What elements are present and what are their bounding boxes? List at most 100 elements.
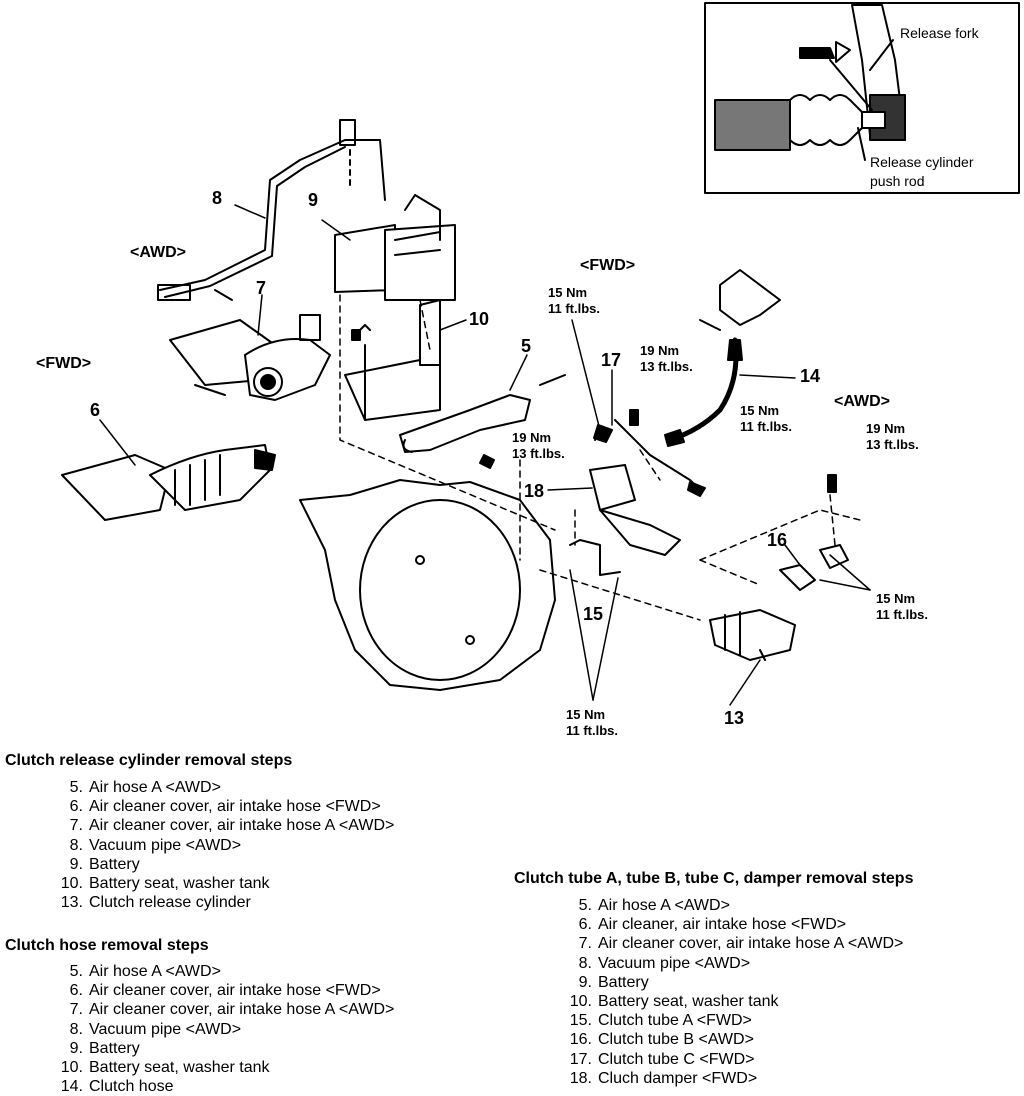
step-number: 5. <box>69 963 83 980</box>
step-number: 17. <box>569 1050 592 1068</box>
step-item: 10. Battery seat, washer tank <box>49 874 394 893</box>
step-text: Clutch hose <box>89 1078 174 1096</box>
step-text: Battery seat, washer tank <box>598 993 779 1011</box>
step-text: Battery seat, washer tank <box>89 875 270 893</box>
step-text: Cluch damper <FWD> <box>598 1069 758 1087</box>
callout-18: 18 <box>524 481 544 501</box>
callout-16: 16 <box>767 530 787 550</box>
step-item: 9.Battery <box>558 973 913 992</box>
step-item: 9. Battery <box>49 1039 394 1058</box>
step-item: 7.Air cleaner cover, air intake hose A <… <box>49 1000 395 1019</box>
step-item: 9. Battery <box>49 855 394 874</box>
step-text: Air cleaner cover, air intake hose <FWD> <box>89 798 381 816</box>
step-item: 8.Vacuum pipe <AWD> <box>558 954 913 973</box>
step-text: Air hose A <AWD> <box>598 897 730 914</box>
step-number: 14. <box>60 1078 83 1096</box>
leader-lines <box>99 204 871 706</box>
step-number: 6. <box>578 916 592 934</box>
step-text: Air cleaner cover, air intake hose A <AW… <box>89 817 395 835</box>
clutch-tubes-part <box>569 419 849 591</box>
step-text: Air cleaner cover, air intake hose A <AW… <box>598 935 904 953</box>
step-number: 9. <box>578 973 592 991</box>
washer-tank-part <box>344 299 441 421</box>
step-item: 15.Clutch tube A <FWD> <box>558 1011 913 1030</box>
clutch-damper-part <box>589 424 681 556</box>
callout-9: 9 <box>308 190 318 210</box>
variant-fwd-center: <FWD> <box>580 257 635 274</box>
battery-part <box>334 119 456 301</box>
callout-5: 5 <box>521 336 531 356</box>
step-number: 5. <box>69 779 83 796</box>
step-item: 14. Clutch hose <box>49 1077 394 1096</box>
callout-15: 15 <box>583 604 603 624</box>
tubes-damper-steps-title: Clutch tube A, tube B, tube C, damper re… <box>514 870 914 887</box>
step-number: 9. <box>69 1039 83 1057</box>
bolts <box>351 329 837 493</box>
step-text: Battery seat, washer tank <box>89 1059 270 1077</box>
step-item: 13.Clutch release cylinder <box>49 893 394 912</box>
step-text: Vacuum pipe <AWD> <box>89 836 242 854</box>
variant-awd-right: <AWD> <box>834 393 890 410</box>
torque-3-ft: 13 ft.lbs. <box>512 446 565 461</box>
step-number: 5. <box>578 897 592 914</box>
step-item: 10. Battery seat, washer tank <box>558 992 913 1011</box>
inset-release-fork-detail <box>704 2 1020 194</box>
step-number: 16. <box>569 1031 592 1049</box>
step-text: Battery <box>89 855 140 873</box>
torque-4-ft: 11 ft.lbs. <box>740 419 792 434</box>
release-cylinder-steps-title: Clutch release cylinder removal steps <box>5 752 293 769</box>
step-number: 10. <box>60 875 83 893</box>
callout-17: 17 <box>601 350 621 370</box>
air-cleaner-awd-part <box>169 314 331 401</box>
vacuum-pipe-part <box>157 139 386 301</box>
step-number: 8. <box>578 954 592 972</box>
torque-1-nm: 15 Nm <box>548 285 587 300</box>
torque-2-nm: 19 Nm <box>640 343 679 358</box>
push-rod-label-line1: Release cylinder <box>870 154 974 170</box>
torque-4-nm: 15 Nm <box>740 403 779 418</box>
step-number: 6. <box>69 982 83 1000</box>
tubes-damper-steps: Clutch tube A, tube B, tube C, damper re… <box>514 869 913 1088</box>
clutch-hose-part <box>664 337 743 447</box>
step-number: 6. <box>69 798 83 816</box>
step-item: 10. Battery seat, washer tank <box>49 1058 394 1077</box>
clutch-hose-steps: Clutch hose removal steps 5. Air hose A <… <box>5 936 394 1096</box>
clutch-hose-steps-title: Clutch hose removal steps <box>5 937 209 954</box>
step-item: 6.Air cleaner cover, air intake hose <FW… <box>49 981 394 1000</box>
step-number: 7. <box>69 1001 83 1019</box>
step-item: 8.Vacuum pipe <AWD> <box>49 836 394 855</box>
step-text: Battery <box>89 1039 140 1057</box>
step-number: 9. <box>69 855 83 873</box>
callout-13: 13 <box>724 708 744 728</box>
step-number: 10. <box>60 1059 83 1077</box>
torque-7-nm: 15 Nm <box>566 707 605 722</box>
push-rod-label-line2: push rod <box>870 173 924 189</box>
hose-bracket-part <box>699 269 781 331</box>
transmission-housing <box>299 479 556 691</box>
torque-7-ft: 11 ft.lbs. <box>566 723 618 738</box>
step-item: 6. Air cleaner, air intake hose <FWD> <box>558 915 913 934</box>
alignment-lines <box>339 294 861 621</box>
release-fork-label: Release fork <box>900 25 980 41</box>
step-text: Air hose A <AWD> <box>89 963 221 980</box>
step-number: 8. <box>69 1020 83 1038</box>
step-text: Clutch tube A <FWD> <box>598 1012 752 1030</box>
step-number: 10. <box>569 993 592 1011</box>
step-item: 5. Air hose A <AWD> <box>49 962 394 981</box>
release-cylinder-steps: Clutch release cylinder removal steps 5.… <box>5 751 394 912</box>
step-text: Air cleaner, air intake hose <FWD> <box>598 916 847 934</box>
torque-6-ft: 11 ft.lbs. <box>876 607 928 622</box>
air-hose-part <box>399 374 566 453</box>
step-item: 6. Air cleaner cover, air intake hose <FW… <box>49 797 394 816</box>
release-cylinder-part <box>709 609 796 661</box>
step-item: 5.Air hose A <AWD> <box>49 778 394 797</box>
step-text: Vacuum pipe <AWD> <box>89 1020 242 1038</box>
step-text: Clutch tube C <FWD> <box>598 1050 755 1068</box>
step-number: 7. <box>578 935 592 953</box>
exploded-parts-diagram: Release fork Release cylinder push rod 8… <box>36 2 1020 738</box>
torque-5-nm: 19 Nm <box>866 421 905 436</box>
torque-5-ft: 13 ft.lbs. <box>866 437 919 452</box>
step-item: 16.Clutch tube B <AWD> <box>558 1030 913 1049</box>
step-item: 17. Clutch tube C <FWD> <box>558 1050 913 1069</box>
step-item: 5. Air hose A <AWD> <box>558 896 913 915</box>
